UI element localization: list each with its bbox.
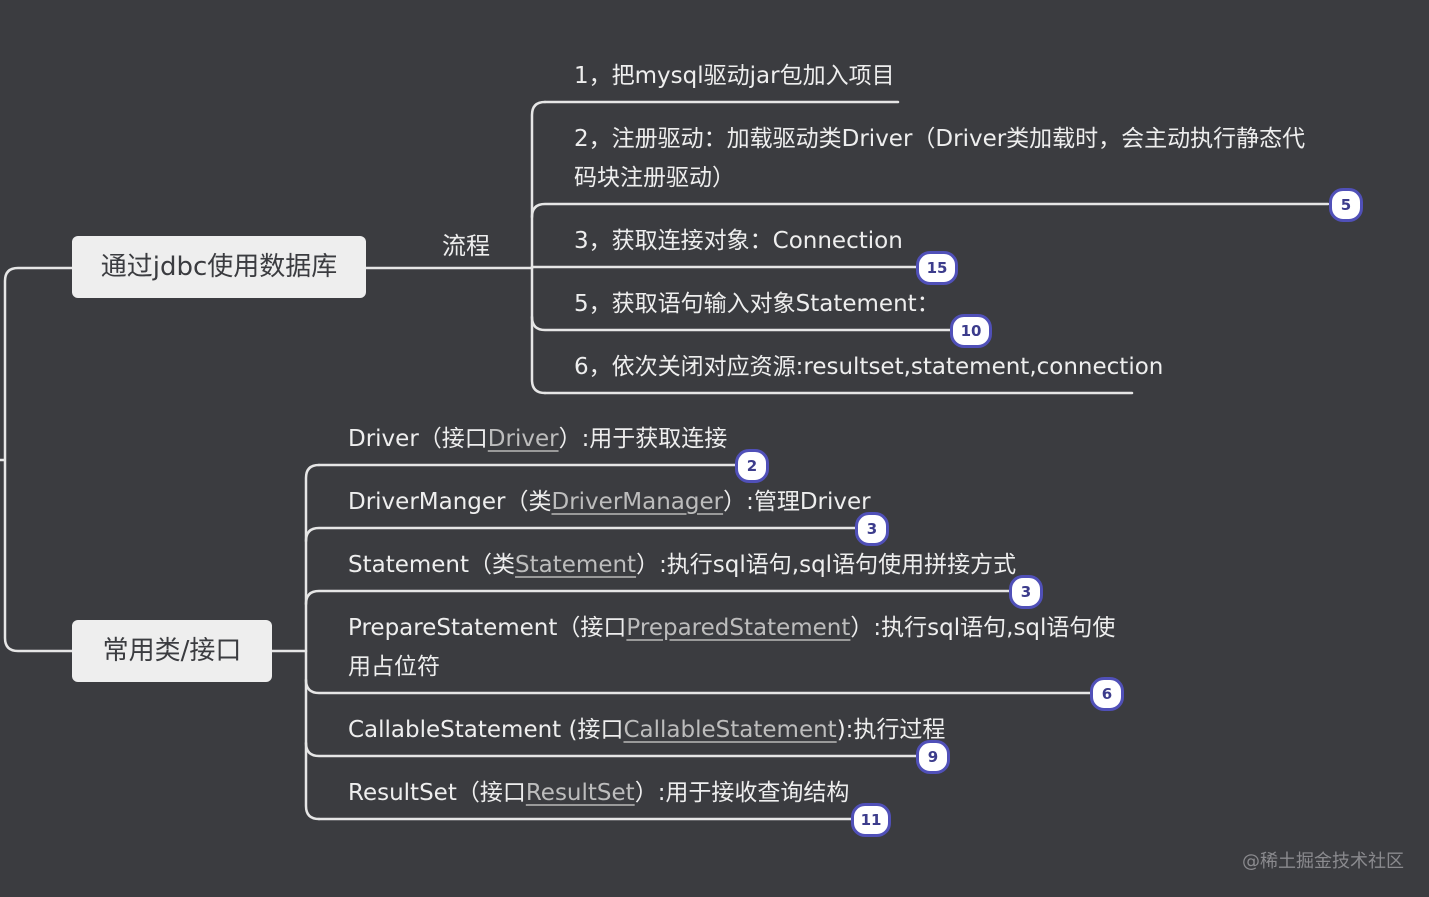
item-underline-3 (304, 589, 1011, 606)
step-2[interactable]: 2，注册驱动：加载驱动类Driver（Driver类加载时，会主动执行静态代 码… (574, 120, 1305, 198)
item-callablestatement-post: ):执行过程 (836, 717, 946, 743)
item-callablestatement[interactable]: CallableStatement (接口CallableStatement):… (348, 711, 945, 750)
step-underline-4 (530, 315, 952, 332)
item-statement-post: ）:执行sql语句,sql语句使用拼接方式 (636, 552, 1017, 578)
badge-item-driver[interactable]: 2 (735, 449, 769, 483)
item-driver-post: ）:用于获取连接 (558, 426, 728, 452)
item-preparestatement-pre: PrepareStatement（接口 (348, 615, 627, 641)
item-statement[interactable]: Statement（类Statement）:执行sql语句,sql语句使用拼接方… (348, 546, 1016, 585)
step-4-text: 5，获取语句输入对象Statement： (574, 291, 940, 317)
item-preparestatement[interactable]: PrepareStatement（接口PreparedStatement）:执行… (348, 609, 1115, 687)
step-underline-2 (530, 202, 1330, 219)
item-callablestatement-link[interactable]: CallableStatement (623, 717, 837, 743)
badge-step-3[interactable]: 15 (916, 251, 958, 285)
badge-item-drivermanager[interactable]: 3 (855, 512, 889, 546)
badge-item-callablestatement[interactable]: 9 (916, 740, 950, 774)
badge-step-4[interactable]: 10 (950, 314, 992, 348)
item-resultset[interactable]: ResultSet（接口ResultSet）:用于接收查询结构 (348, 774, 849, 813)
root-connector (0, 266, 74, 653)
steps-bracket (530, 100, 547, 395)
item-resultset-post: ）:用于接收查询结构 (634, 780, 850, 806)
item-preparestatement-link[interactable]: PreparedStatement (626, 615, 851, 641)
item-preparestatement-cont: 用占位符 (348, 654, 440, 680)
step-4[interactable]: 5，获取语句输入对象Statement： (574, 285, 940, 324)
item-resultset-link[interactable]: ResultSet (525, 780, 635, 806)
step-1-text: 1，把mysql驱动jar包加入项目 (574, 63, 895, 89)
node-jdbc[interactable]: 通过jdbc使用数据库 (72, 236, 366, 298)
item-drivermanager-post: ）:管理Driver (723, 489, 871, 515)
items-bracket (304, 463, 321, 821)
item-resultset-pre: ResultSet（接口 (348, 780, 526, 806)
item-driver[interactable]: Driver（接口Driver）:用于获取连接 (348, 420, 727, 459)
item-driver-pre: Driver（接口 (348, 426, 488, 452)
watermark: @稀土掘金技术社区 (1242, 851, 1404, 872)
item-driver-link[interactable]: Driver (487, 426, 559, 452)
badge-item-preparestatement[interactable]: 6 (1090, 677, 1124, 711)
item-drivermanager-pre: DriverManger（类 (348, 489, 552, 515)
item-statement-link[interactable]: Statement (515, 552, 637, 578)
edge-label-flow: 流程 (442, 232, 490, 260)
badge-item-resultset[interactable]: 11 (851, 803, 891, 837)
badge-step-2[interactable]: 5 (1329, 188, 1363, 222)
step-3[interactable]: 3，获取连接对象：Connection (574, 222, 903, 261)
item-preparestatement-post: ）:执行sql语句,sql语句使 (850, 615, 1116, 641)
step-2-text-cont: 码块注册驱动） (574, 165, 735, 191)
item-underline-2 (304, 526, 857, 543)
step-1[interactable]: 1，把mysql驱动jar包加入项目 (574, 57, 895, 96)
step-5-text: 6，依次关闭对应资源:resultset,statement,connectio… (574, 354, 1164, 380)
item-underline-4 (304, 678, 1092, 695)
item-statement-pre: Statement（类 (348, 552, 516, 578)
item-drivermanager-link[interactable]: DriverManager (551, 489, 724, 515)
item-underline-5 (304, 741, 918, 758)
step-2-text: 2，注册驱动：加载驱动类Driver（Driver类加载时，会主动执行静态代 (574, 126, 1306, 152)
node-classes[interactable]: 常用类/接口 (72, 620, 272, 682)
badge-item-statement[interactable]: 3 (1009, 575, 1043, 609)
item-callablestatement-pre: CallableStatement (接口 (348, 717, 624, 743)
item-drivermanager[interactable]: DriverManger（类DriverManager）:管理Driver (348, 483, 871, 522)
step-5[interactable]: 6，依次关闭对应资源:resultset,statement,connectio… (574, 348, 1163, 387)
step-3-text: 3，获取连接对象：Connection (574, 228, 903, 254)
